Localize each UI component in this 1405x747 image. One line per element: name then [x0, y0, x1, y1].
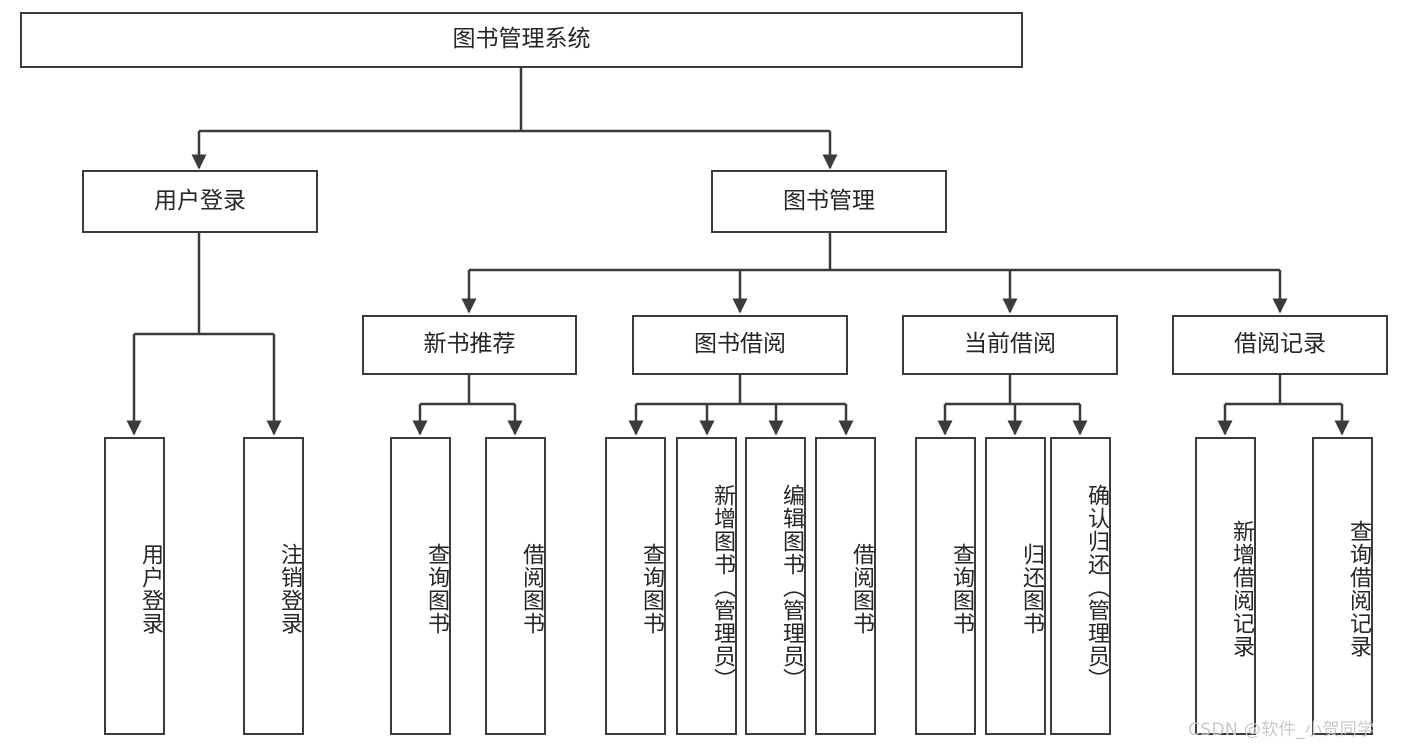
node-new-book-recommend[interactable]: 新书推荐	[362, 315, 577, 375]
node-label: 借阅图书	[849, 543, 874, 635]
leaf-borrow-add-book-admin[interactable]: 新增图书（管理员）	[676, 437, 737, 735]
node-root-system[interactable]: 图书管理系统	[20, 12, 1023, 68]
node-user-login[interactable]: 用户登录	[82, 170, 318, 233]
node-label: 编辑图书（管理员）	[779, 483, 804, 691]
leaf-current-confirm-return-admin[interactable]: 确认归还（管理员）	[1050, 437, 1111, 735]
leaf-record-add-record[interactable]: 新增借阅记录	[1195, 437, 1256, 735]
node-label: 用户登录	[138, 543, 163, 635]
node-label: 图书管理	[783, 187, 875, 214]
watermark: CSDN @软件_小贺同学	[1188, 720, 1375, 740]
node-label: 确认归还（管理员）	[1084, 483, 1109, 691]
node-label: 查询借阅记录	[1346, 520, 1371, 658]
leaf-new-book-borrow[interactable]: 借阅图书	[485, 437, 546, 735]
node-label: 用户登录	[154, 187, 246, 214]
node-label: 查询图书	[639, 543, 664, 635]
node-label: 新增借阅记录	[1229, 520, 1254, 658]
node-label: 归还图书	[1019, 543, 1044, 635]
node-label: 查询图书	[424, 543, 449, 635]
node-label: 新书推荐	[423, 331, 516, 358]
node-label: 图书借阅	[694, 331, 786, 358]
leaf-borrow-query-book[interactable]: 查询图书	[605, 437, 666, 735]
node-book-management[interactable]: 图书管理	[711, 170, 947, 233]
node-borrow-record[interactable]: 借阅记录	[1172, 315, 1388, 375]
leaf-current-return-book[interactable]: 归还图书	[985, 437, 1046, 735]
node-label: 当前借阅	[964, 331, 1056, 358]
leaf-record-query-record[interactable]: 查询借阅记录	[1312, 437, 1373, 735]
node-current-borrow[interactable]: 当前借阅	[902, 315, 1118, 375]
leaf-user-login-logout[interactable]: 注销登录	[243, 437, 304, 735]
leaf-user-login-login[interactable]: 用户登录	[104, 437, 165, 735]
node-label: 查询图书	[949, 543, 974, 635]
leaf-new-book-query[interactable]: 查询图书	[390, 437, 451, 735]
leaf-borrow-edit-book-admin[interactable]: 编辑图书（管理员）	[745, 437, 806, 735]
leaf-current-query-book[interactable]: 查询图书	[915, 437, 976, 735]
node-label: 借阅记录	[1234, 331, 1326, 358]
node-book-borrow[interactable]: 图书借阅	[632, 315, 848, 375]
node-label: 新增图书（管理员）	[710, 483, 735, 691]
leaf-borrow-borrow-book[interactable]: 借阅图书	[815, 437, 876, 735]
node-label: 图书管理系统	[452, 26, 591, 53]
node-label: 借阅图书	[519, 543, 544, 635]
node-label: 注销登录	[277, 543, 302, 635]
